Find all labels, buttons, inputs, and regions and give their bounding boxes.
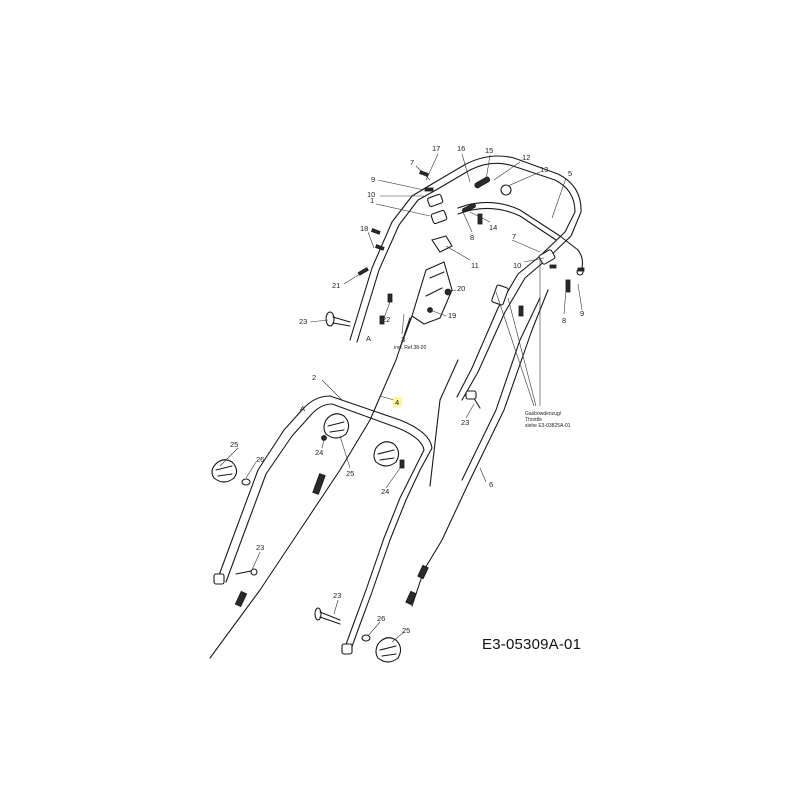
callout-18: 18 <box>360 224 368 233</box>
callout-16: 16 <box>457 144 465 153</box>
callout-26-right: 26 <box>377 614 385 623</box>
throttle-note-line3: siehe E3-03825A-01 <box>525 423 571 429</box>
callout-23-lower-left: 23 <box>256 543 264 552</box>
knob-upper-right <box>373 441 400 467</box>
callout-9-right: 9 <box>580 309 584 318</box>
throttle-note-line2: Throttle <box>525 417 542 423</box>
callout-1: 1 <box>370 196 374 205</box>
callout-21: 21 <box>332 281 340 290</box>
callout-4-highlight <box>393 397 402 407</box>
callout-25-right: 25 <box>402 626 410 635</box>
label-a-top: A <box>366 334 371 343</box>
callout-6: 6 <box>489 480 493 489</box>
callout-10-right: 10 <box>513 261 521 270</box>
callout-25-mid: 25 <box>346 469 354 478</box>
knob-lower-right <box>361 634 402 663</box>
callout-19: 19 <box>448 311 456 320</box>
bolt-23-upper <box>325 311 351 327</box>
callout-24-left: 24 <box>315 448 323 457</box>
label-a-lower: A <box>300 404 305 413</box>
drawing-number: E3-05309A-01 <box>482 636 582 653</box>
callout-13: 13 <box>540 165 548 174</box>
callout-23-mid: 23 <box>461 418 469 427</box>
knobs <box>211 413 402 663</box>
knob-left <box>211 459 251 486</box>
callout-24-right: 24 <box>381 487 389 496</box>
callout-5: 5 <box>568 169 572 178</box>
callout-26-left: 26 <box>256 455 264 464</box>
throttle-note-line1: Gasbowdenzug/ <box>525 411 562 417</box>
callout-8: 8 <box>470 233 474 242</box>
callout-25-left: 25 <box>230 440 238 449</box>
lower-handle <box>213 395 433 655</box>
screws <box>357 170 585 469</box>
callout-14: 14 <box>489 223 497 232</box>
callout-9: 9 <box>371 175 375 184</box>
callout-8-right: 8 <box>562 316 566 325</box>
callout-22: 22 <box>382 315 390 324</box>
callout-7-right: 7 <box>512 232 516 241</box>
knob-upper-left <box>323 413 350 439</box>
cable-clips <box>427 176 584 306</box>
callout-17: 17 <box>432 144 440 153</box>
callout-2: 2 <box>312 373 316 382</box>
callout-20: 20 <box>457 284 465 293</box>
callout-23-lower-right: 23 <box>333 591 341 600</box>
callout-7: 7 <box>410 158 414 167</box>
callout-4: 4 <box>395 398 399 407</box>
callout-3: 3 <box>401 335 405 344</box>
callout-12: 12 <box>522 153 530 162</box>
control-lever-assembly <box>399 235 453 349</box>
callout-15: 15 <box>485 146 493 155</box>
cables <box>209 289 549 659</box>
callouts: 17 16 15 12 13 7 9 10 5 1 8 14 7 18 11 1… <box>230 144 584 635</box>
upper-handle <box>349 155 584 409</box>
callout-10: 10 <box>367 190 375 199</box>
callout-11: 11 <box>471 261 479 270</box>
callout-23-upper: 23 <box>299 317 307 326</box>
part3-note: incl. Ref.38-20 <box>394 345 426 351</box>
leader-lines <box>219 153 583 643</box>
